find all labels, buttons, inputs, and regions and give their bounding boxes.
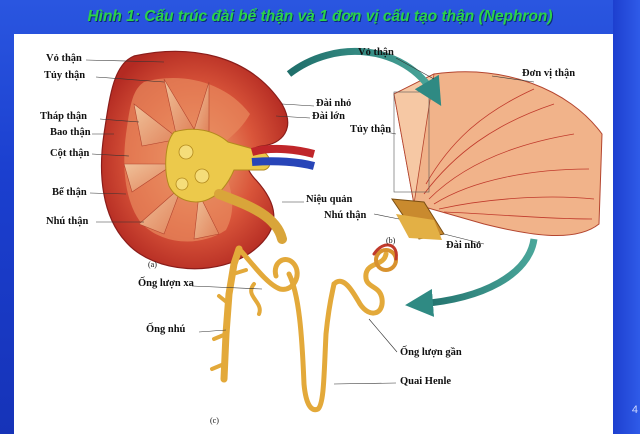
label-major-calyx: Đài lớn [312, 111, 345, 122]
cortex-detail-wedge [390, 71, 603, 240]
panel-tag-a: (a) [148, 260, 157, 269]
nephron-drawing [210, 243, 398, 413]
slide-title: Hình 1: Cấu trúc đài bể thận và 1 đơn vị… [87, 8, 553, 25]
label-nephron: Đơn vị thận [522, 68, 576, 79]
label-cortex: Vỏ thận [46, 53, 82, 64]
figure-panel: Vỏ thận Tủy thận Tháp thận Bao thận Cột … [14, 34, 613, 434]
label-detail-minor-calyx: Đài nhỏ [446, 240, 482, 251]
bottom-arrow [405, 238, 538, 317]
top-arrow [286, 47, 442, 106]
label-capsule: Bao thận [50, 127, 91, 138]
label-medulla: Tủy thận [44, 70, 86, 81]
label-detail-medulla: Tủy thận [350, 124, 392, 135]
label-proximal-tubule: Ống lượn gần [400, 347, 462, 358]
label-minor-calyx: Đài nhỏ [316, 98, 352, 109]
label-distal-tubule: Ống lượn xa [138, 278, 194, 289]
label-ureter: Niệu quản [306, 194, 353, 205]
kidney-cross-section [100, 50, 316, 270]
label-column: Cột thận [50, 148, 90, 159]
panel-tag-c: (c) [210, 416, 219, 425]
label-papilla: Nhú thận [46, 216, 89, 227]
slide-edge [613, 0, 640, 434]
label-loop-of-henle: Quai Henle [400, 376, 452, 387]
label-detail-papilla: Nhú thận [324, 210, 367, 221]
slide-number: 4 [631, 404, 638, 416]
kidney-diagram [85, 47, 603, 413]
label-pelvis: Bể thận [52, 187, 87, 198]
label-collecting-duct: Ống nhú [146, 324, 186, 335]
label-detail-cortex: Vỏ thận [358, 47, 394, 58]
leader-lines [85, 57, 535, 385]
panel-tag-b: (b) [386, 236, 396, 245]
label-pyramid: Tháp thận [40, 111, 87, 122]
